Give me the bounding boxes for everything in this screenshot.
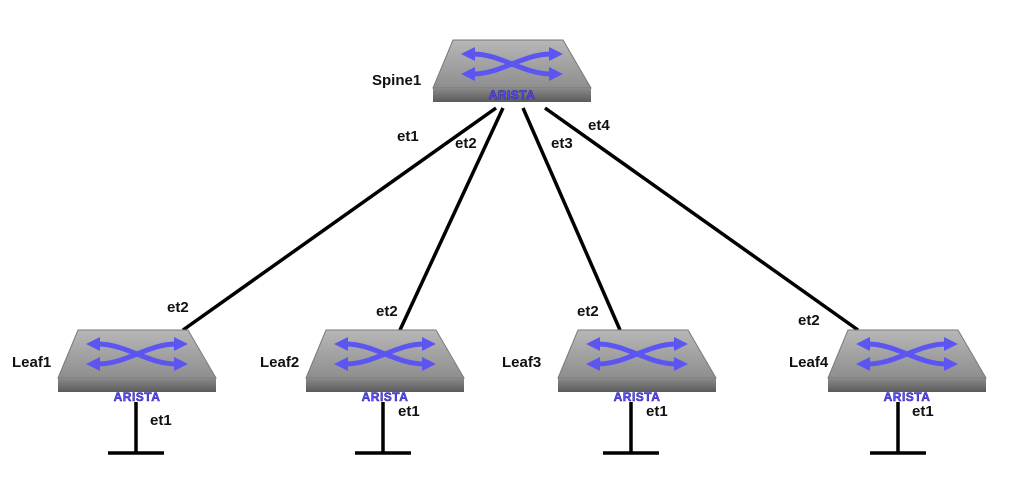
leaf1-brand: ARISTA — [114, 390, 161, 404]
leaf2-switch[interactable]: ARISTA — [306, 330, 464, 404]
leaf2-uplink-port: et2 — [376, 303, 398, 320]
link-spine-leaf2 — [398, 107, 505, 331]
spine-brand: ARISTA — [489, 88, 536, 102]
spine-switch[interactable]: ARISTA — [433, 40, 591, 102]
switch-icon — [58, 330, 216, 392]
leaf3-host-port: et1 — [646, 403, 668, 420]
leaf2-brand: ARISTA — [362, 390, 409, 404]
host-ports — [108, 402, 926, 455]
switch-icon — [558, 330, 716, 392]
spine-label: Spine1 — [372, 72, 421, 89]
leaf2-host-port: et1 — [398, 403, 420, 420]
spine-port-et4: et4 — [588, 117, 610, 134]
spine-port-et3: et3 — [551, 135, 573, 152]
leaf4-uplink-port: et2 — [798, 312, 820, 329]
leaf3-uplink-port: et2 — [577, 303, 599, 320]
switch-icon — [306, 330, 464, 392]
leaf1-uplink-port: et2 — [167, 299, 189, 316]
link-spine-leaf4 — [543, 106, 860, 332]
leaf4-brand: ARISTA — [884, 390, 931, 404]
leaf3-label: Leaf3 — [502, 354, 541, 371]
links — [181, 106, 860, 332]
leaf2-label: Leaf2 — [260, 354, 299, 371]
spine-port-et1: et1 — [397, 128, 419, 145]
leaf1-label: Leaf1 — [12, 354, 51, 371]
switch-icon — [828, 330, 986, 392]
leaf1-switch[interactable]: ARISTA — [58, 330, 216, 404]
leaf4-host-port: et1 — [912, 403, 934, 420]
link-spine-leaf3 — [521, 107, 622, 331]
leaf4-switch[interactable]: ARISTA — [828, 330, 986, 404]
leaf1-host-port: et1 — [150, 412, 172, 429]
spine-port-et2: et2 — [455, 135, 477, 152]
leaf4-label: Leaf4 — [789, 354, 829, 371]
leaf3-switch[interactable]: ARISTA — [558, 330, 716, 404]
link-spine-leaf1 — [181, 106, 498, 332]
leaf3-brand: ARISTA — [614, 390, 661, 404]
